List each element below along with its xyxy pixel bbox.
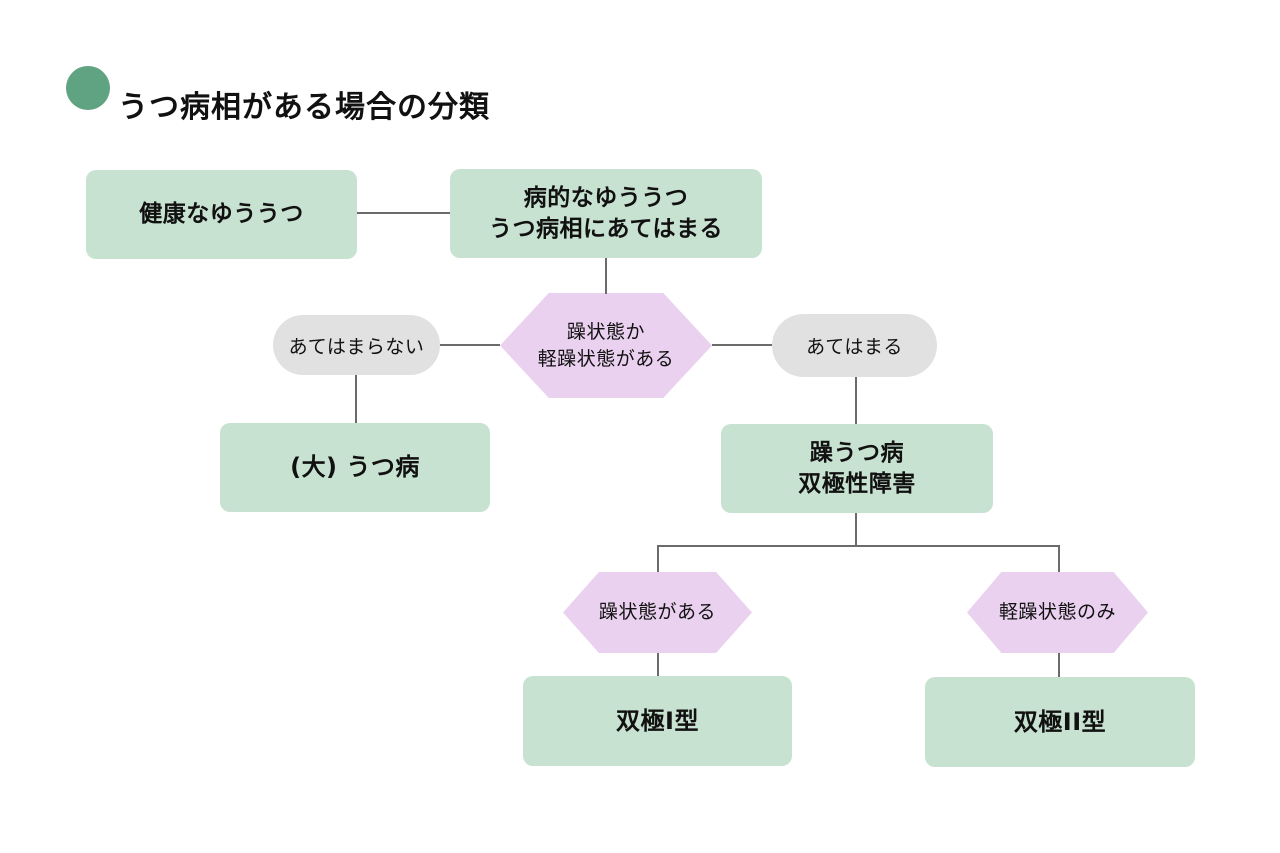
node-bipolar-type2: 双極II型: [925, 677, 1195, 767]
node-label-line2: 双極性障害: [798, 470, 916, 497]
decision-hypomanic-only: 軽躁状態のみ: [967, 572, 1148, 653]
title-bullet-icon: [66, 66, 110, 110]
connector-branch-right-drop: [1058, 546, 1060, 572]
connector-branch-left-drop: [657, 546, 659, 572]
node-major-depression: (大) うつ病: [220, 423, 490, 512]
page-title: うつ病相がある場合の分類: [118, 90, 490, 126]
decision-label-line2: 軽躁状態がある: [537, 347, 675, 370]
connector-applicable-bipolar: [855, 377, 857, 424]
decision-label: 軽躁状態のみ: [998, 601, 1116, 623]
node-label: 双極II型: [1013, 707, 1107, 736]
node-bipolar-type1: 双極I型: [523, 676, 792, 766]
node-label-line2: うつ病相にあてはまる: [488, 215, 724, 242]
decision-label: 躁状態がある: [598, 601, 716, 623]
node-label: 双極I型: [616, 706, 699, 735]
connector-healthy-pathological: [357, 212, 450, 214]
connector-branch-horizontal: [657, 545, 1060, 547]
connector-pathological-decision: [605, 258, 607, 294]
decision-label-line1: 躁状態か: [566, 320, 645, 343]
connector-notapplicable-depression: [355, 375, 357, 423]
connector-hypomanic-type2: [1058, 653, 1060, 677]
node-pathological-melancholy: 病的なゆううつ うつ病相にあてはまる: [450, 169, 762, 258]
node-label: 健康なゆううつ: [139, 201, 304, 227]
node-label-line1: 躁うつ病: [810, 439, 904, 466]
node-label-line1: 病的なゆううつ: [523, 184, 689, 211]
answer-applicable: あてはまる: [772, 314, 937, 377]
connector-bipolar-branch-stem: [855, 513, 857, 546]
connector-decision-applicable: [712, 344, 772, 346]
connector-manic-type1: [657, 653, 659, 676]
decision-manic-state: 躁状態がある: [563, 572, 752, 653]
node-healthy-melancholy: 健康なゆううつ: [86, 170, 357, 259]
answer-not-applicable: あてはまらない: [273, 315, 440, 375]
pill-label: あてはまる: [806, 336, 903, 358]
node-label: (大) うつ病: [290, 453, 420, 481]
pill-label: あてはまらない: [288, 335, 425, 358]
node-bipolar-disorder: 躁うつ病 双極性障害: [721, 424, 993, 513]
connector-decision-notapplicable: [440, 344, 500, 346]
decision-manic-or-hypomanic: 躁状態か 軽躁状態がある: [500, 293, 712, 398]
